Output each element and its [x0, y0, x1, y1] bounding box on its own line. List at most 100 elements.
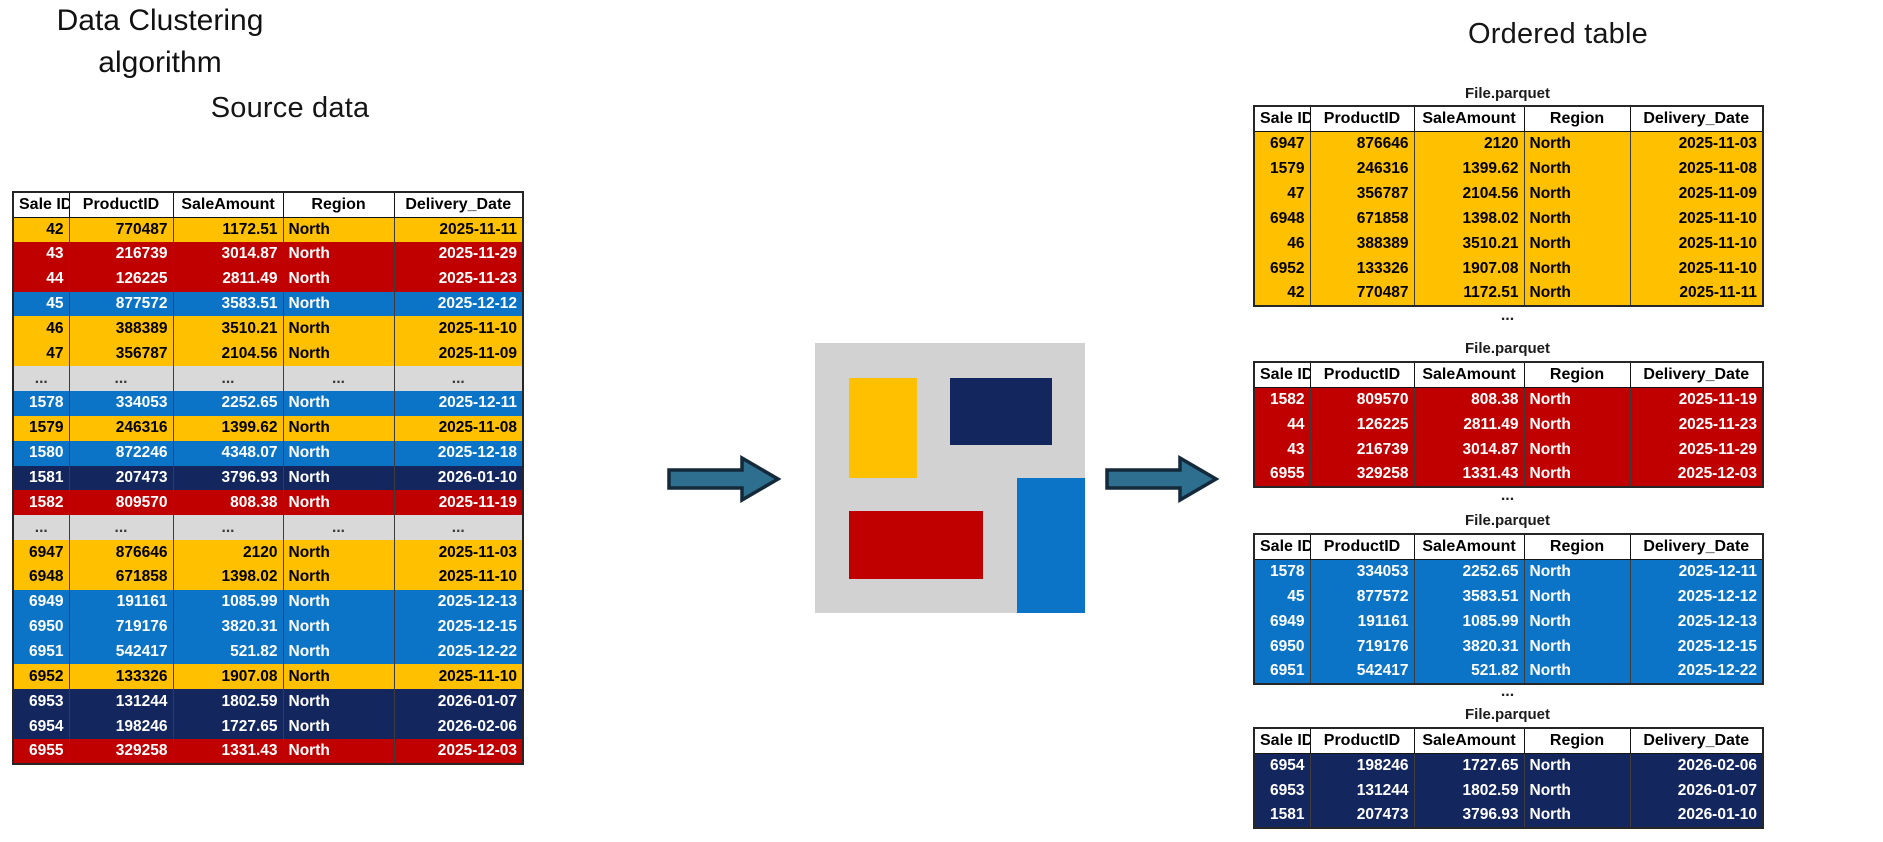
cell: 2025-12-03 [393, 739, 524, 764]
cell: 198246 [1309, 753, 1415, 778]
cell: 1727.65 [172, 714, 284, 740]
cell: 2025-11-10 [393, 664, 524, 690]
algorithm-title-line1: Data Clustering [56, 4, 264, 37]
cell: 671858 [1309, 206, 1415, 231]
cell: 2025-12-12 [1629, 584, 1764, 609]
cell: 2120 [1413, 131, 1525, 156]
cell: 3796.93 [1413, 803, 1525, 828]
cell: 6953 [12, 689, 70, 715]
cell: 6955 [1253, 462, 1311, 487]
cell: North [282, 664, 395, 690]
cell: 1172.51 [1413, 281, 1525, 306]
cell: 2025-12-03 [1629, 462, 1764, 487]
cell: 876646 [68, 540, 174, 566]
cell: 6955 [12, 739, 70, 764]
red-cluster-block [849, 511, 983, 579]
cell: 2025-11-10 [1629, 231, 1764, 256]
cell: 2025-12-22 [393, 639, 524, 665]
cell: North [1523, 412, 1631, 437]
cell: 1398.02 [1413, 206, 1525, 231]
cell: 6952 [1253, 256, 1311, 281]
cell: North [1523, 559, 1631, 584]
cell: 3583.51 [1413, 584, 1525, 609]
cell: 3014.87 [1413, 437, 1525, 462]
cell: 2026-02-06 [1629, 753, 1764, 778]
column-header: Delivery_Date [393, 191, 524, 218]
cell: 1581 [1253, 803, 1311, 828]
cell: 3820.31 [172, 614, 284, 640]
cell: 542417 [1309, 659, 1415, 684]
cell: 2025-12-18 [393, 440, 524, 466]
cell: 6951 [1253, 659, 1311, 684]
cell: North [1523, 131, 1631, 156]
cell: 6950 [12, 614, 70, 640]
cell: 126225 [68, 266, 174, 292]
cell: 2025-12-22 [1629, 659, 1764, 684]
cell: 388389 [1309, 231, 1415, 256]
cell: 1907.08 [172, 664, 284, 690]
column-header: Sale ID [1253, 361, 1311, 388]
cell: North [282, 341, 395, 367]
cell: 808.38 [1413, 387, 1525, 412]
cell: North [282, 614, 395, 640]
cell: 2025-12-15 [393, 614, 524, 640]
column-header: Delivery_Date [1629, 105, 1764, 132]
cell: 133326 [68, 664, 174, 690]
cell: 207473 [68, 465, 174, 491]
cell: 6948 [1253, 206, 1311, 231]
cell: North [1523, 281, 1631, 306]
column-header: Sale ID [1253, 533, 1311, 560]
blue-cluster-block [1017, 478, 1085, 613]
cell: 2025-11-19 [1629, 387, 1764, 412]
cell: 1398.02 [172, 565, 284, 590]
cell: 329258 [68, 739, 174, 764]
cell: 719176 [68, 614, 174, 640]
cell: 1331.43 [172, 739, 284, 764]
cell: 191161 [68, 589, 174, 615]
cell: 131244 [68, 689, 174, 715]
cell: 1802.59 [172, 689, 284, 715]
clustering-icon [815, 343, 1085, 613]
column-header: SaleAmount [1413, 105, 1525, 132]
cell: 356787 [68, 341, 174, 367]
cell: ... [68, 366, 174, 392]
cell: 3820.31 [1413, 634, 1525, 659]
ellipsis-separator: ... [1500, 487, 1515, 504]
cell: 1085.99 [1413, 609, 1525, 634]
column-header: ProductID [1309, 727, 1415, 754]
cell: North [1523, 584, 1631, 609]
cell: 2811.49 [172, 266, 284, 292]
cell: 6954 [1253, 753, 1311, 778]
cell: 809570 [68, 490, 174, 516]
cell: ... [172, 366, 284, 392]
column-header: Sale ID [1253, 105, 1311, 132]
cell: North [1523, 206, 1631, 231]
cell: 1578 [12, 391, 70, 416]
cell: 2025-11-08 [393, 415, 524, 441]
cell: ... [393, 366, 524, 392]
column-header: Region [1523, 361, 1631, 388]
column-header: Delivery_Date [1629, 727, 1764, 754]
ellipsis-separator: ... [1500, 683, 1515, 700]
cell: 43 [1253, 437, 1311, 462]
source-data-title: Source data [210, 92, 370, 124]
